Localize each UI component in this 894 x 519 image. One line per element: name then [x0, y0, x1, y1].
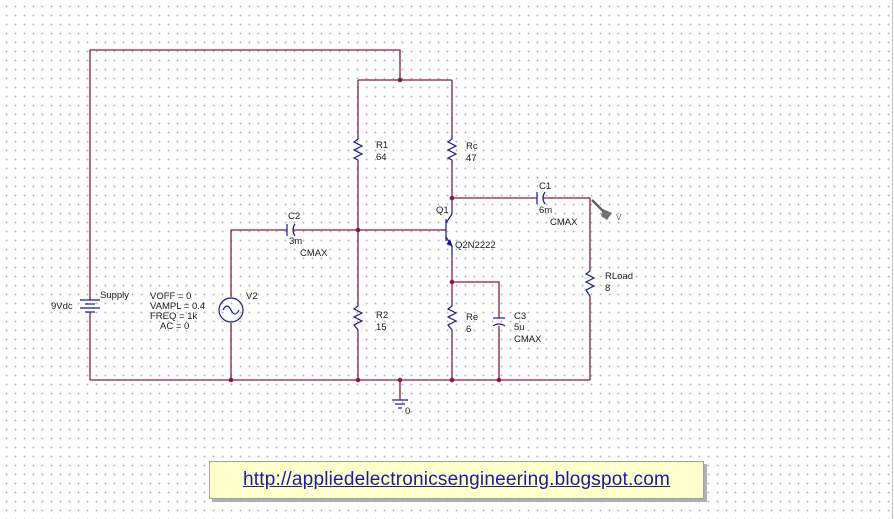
junction-dot [228, 377, 234, 383]
rc-value: 47 [466, 153, 477, 164]
source-param-voff: VOFF = 0 [150, 291, 191, 302]
capacitor-c1[interactable]: C1 6m CMAX [536, 181, 578, 228]
resistor-rload[interactable]: RLoad 8 [584, 268, 633, 297]
probe-label: V [616, 213, 622, 222]
junction-dot [449, 195, 455, 201]
rload-name: RLoad [605, 271, 633, 282]
rload-value: 8 [605, 283, 610, 294]
junction-dot [449, 279, 455, 285]
battery-supply[interactable]: Supply 9Vdc [51, 290, 129, 313]
c2-name: C2 [288, 211, 300, 222]
source-param-freq: FREQ = 1k [150, 311, 197, 322]
c1-name: C1 [539, 181, 551, 192]
junction-dot [397, 77, 403, 83]
battery-value: 9Vdc [51, 301, 73, 312]
junction-dot [355, 227, 361, 233]
c1-model: CMAX [550, 217, 578, 228]
resistor-rc[interactable]: Rc 47 [446, 136, 478, 164]
c3-name: C3 [514, 311, 526, 322]
c3-value: 5u [514, 322, 525, 333]
junction-dot [496, 377, 502, 383]
resistor-re[interactable]: Re 6 [446, 302, 478, 335]
c2-model: CMAX [300, 248, 328, 259]
r1-name: R1 [376, 140, 388, 151]
junctions [228, 77, 502, 383]
wires [89, 49, 591, 400]
blog-link[interactable]: http://appliedelectronicsengineering.blo… [242, 469, 670, 490]
r2-name: R2 [376, 310, 388, 321]
junction-dot [449, 377, 455, 383]
r1-value: 64 [376, 152, 387, 163]
re-name: Re [466, 312, 478, 323]
voltage-probe[interactable]: V [591, 199, 622, 222]
capacitor-c2[interactable]: C2 3m CMAX [286, 211, 328, 259]
r2-value: 15 [376, 322, 387, 333]
ground-label: 0 [405, 406, 410, 417]
transistor-q1[interactable]: Q1 Q2N2222 [436, 204, 496, 256]
source-name: V2 [246, 291, 258, 302]
battery-name: Supply [100, 290, 129, 301]
junction-dot [397, 377, 403, 383]
q1-name: Q1 [436, 205, 449, 216]
source-param-ac: AC = 0 [160, 321, 189, 332]
c2-value: 3m [289, 236, 302, 247]
ac-source-v2[interactable]: V2 VOFF = 0 VAMPL = 0.4 FREQ = 1k AC = 0 [150, 291, 258, 332]
ground-symbol: 0 [392, 399, 410, 417]
c3-model: CMAX [514, 334, 542, 345]
url-banner: http://appliedelectronicsengineering.blo… [209, 461, 704, 499]
c1-value: 6m [539, 205, 552, 216]
rc-name: Rc [466, 141, 478, 152]
q1-model: Q2N2222 [455, 240, 496, 251]
canvas-border [892, 0, 893, 519]
junction-dot [355, 377, 361, 383]
resistor-r2[interactable]: R2 15 [352, 302, 388, 333]
re-value: 6 [466, 324, 471, 335]
capacitor-c3[interactable]: C3 5u CMAX [492, 311, 542, 345]
resistor-r1[interactable]: R1 64 [352, 136, 388, 163]
source-param-vampl: VAMPL = 0.4 [150, 301, 205, 312]
